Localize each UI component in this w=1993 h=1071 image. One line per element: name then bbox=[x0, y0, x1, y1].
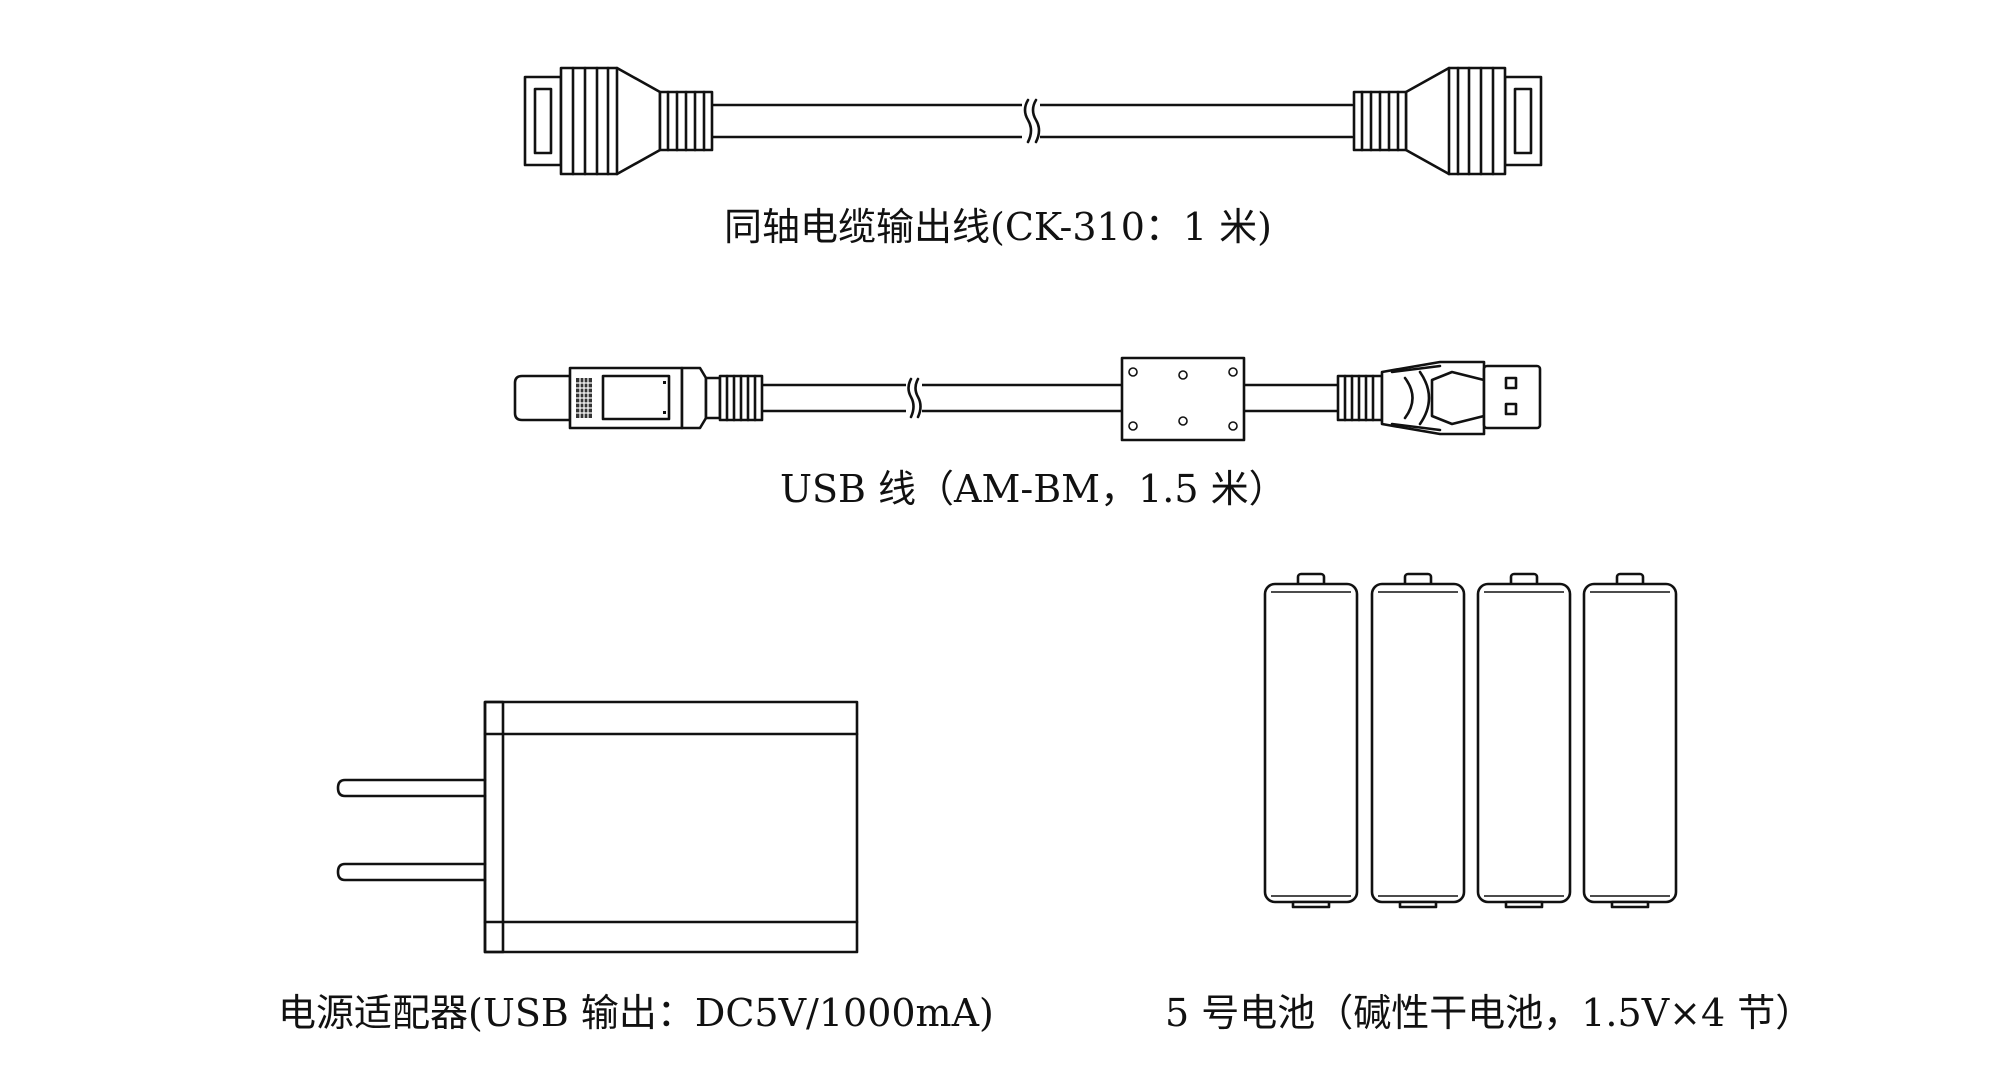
coax-cable-illustration bbox=[523, 66, 1543, 176]
caption-batteries: 5 号电池（碱性干电池，1.5V×4 节） bbox=[1165, 991, 1814, 1035]
caption-usb-cable: USB 线（AM-BM，1.5 米） bbox=[780, 467, 1287, 511]
batteries-illustration bbox=[1263, 572, 1678, 909]
caption-power-adapter: 电源适配器(USB 输出：DC5V/1000mA) bbox=[278, 991, 994, 1035]
battery bbox=[1370, 572, 1466, 909]
usb-cable-illustration bbox=[513, 356, 1542, 442]
coax-right-connector bbox=[1352, 66, 1543, 176]
usb-a-plug bbox=[1336, 360, 1542, 436]
usb-b-plug bbox=[513, 366, 764, 430]
battery bbox=[1476, 572, 1572, 909]
ferrite-core bbox=[1120, 356, 1246, 442]
caption-coax-cable: 同轴电缆输出线(CK-310：1 米) bbox=[724, 205, 1272, 249]
battery bbox=[1582, 572, 1678, 909]
coax-left-connector bbox=[523, 66, 714, 176]
power-adapter-illustration bbox=[336, 700, 859, 954]
battery bbox=[1263, 572, 1359, 909]
